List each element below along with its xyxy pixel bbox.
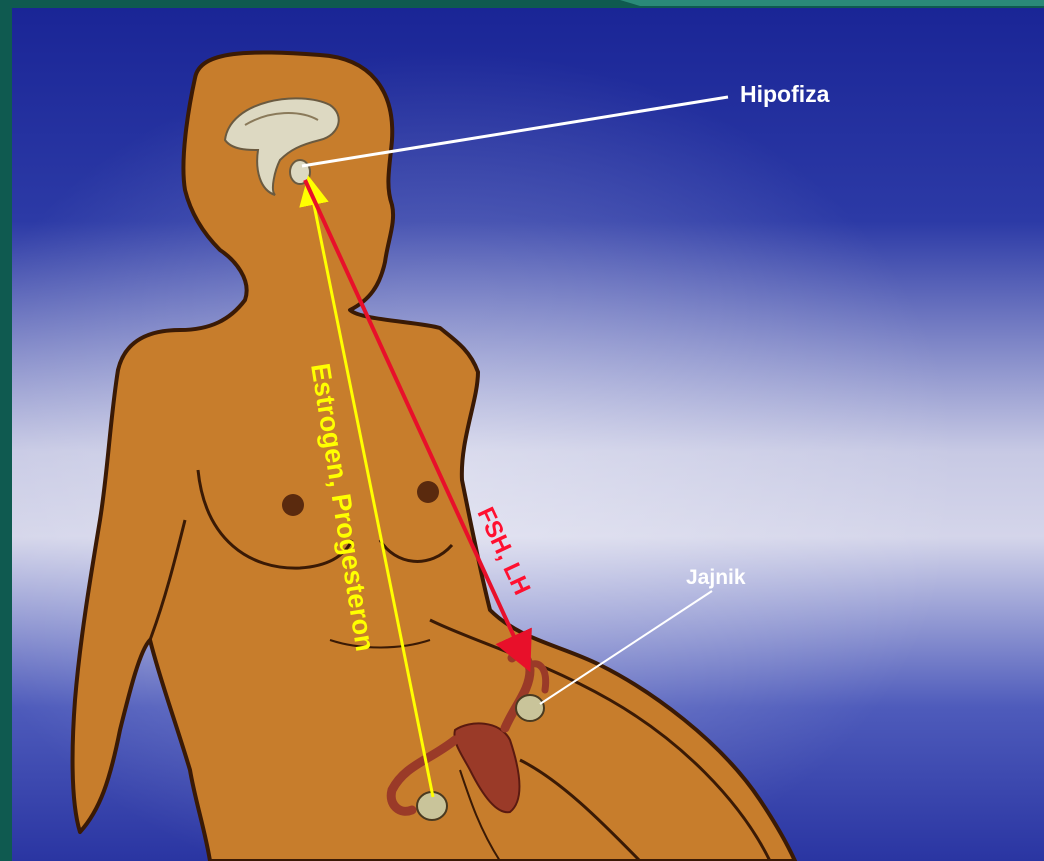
pituitary-label: Hipofiza xyxy=(740,81,830,107)
nipple-right xyxy=(417,481,439,503)
frame-highlight xyxy=(620,0,1044,6)
nipple-left xyxy=(282,494,304,516)
ovary-label: Jajnik xyxy=(686,566,746,589)
right-ovary xyxy=(516,695,544,721)
